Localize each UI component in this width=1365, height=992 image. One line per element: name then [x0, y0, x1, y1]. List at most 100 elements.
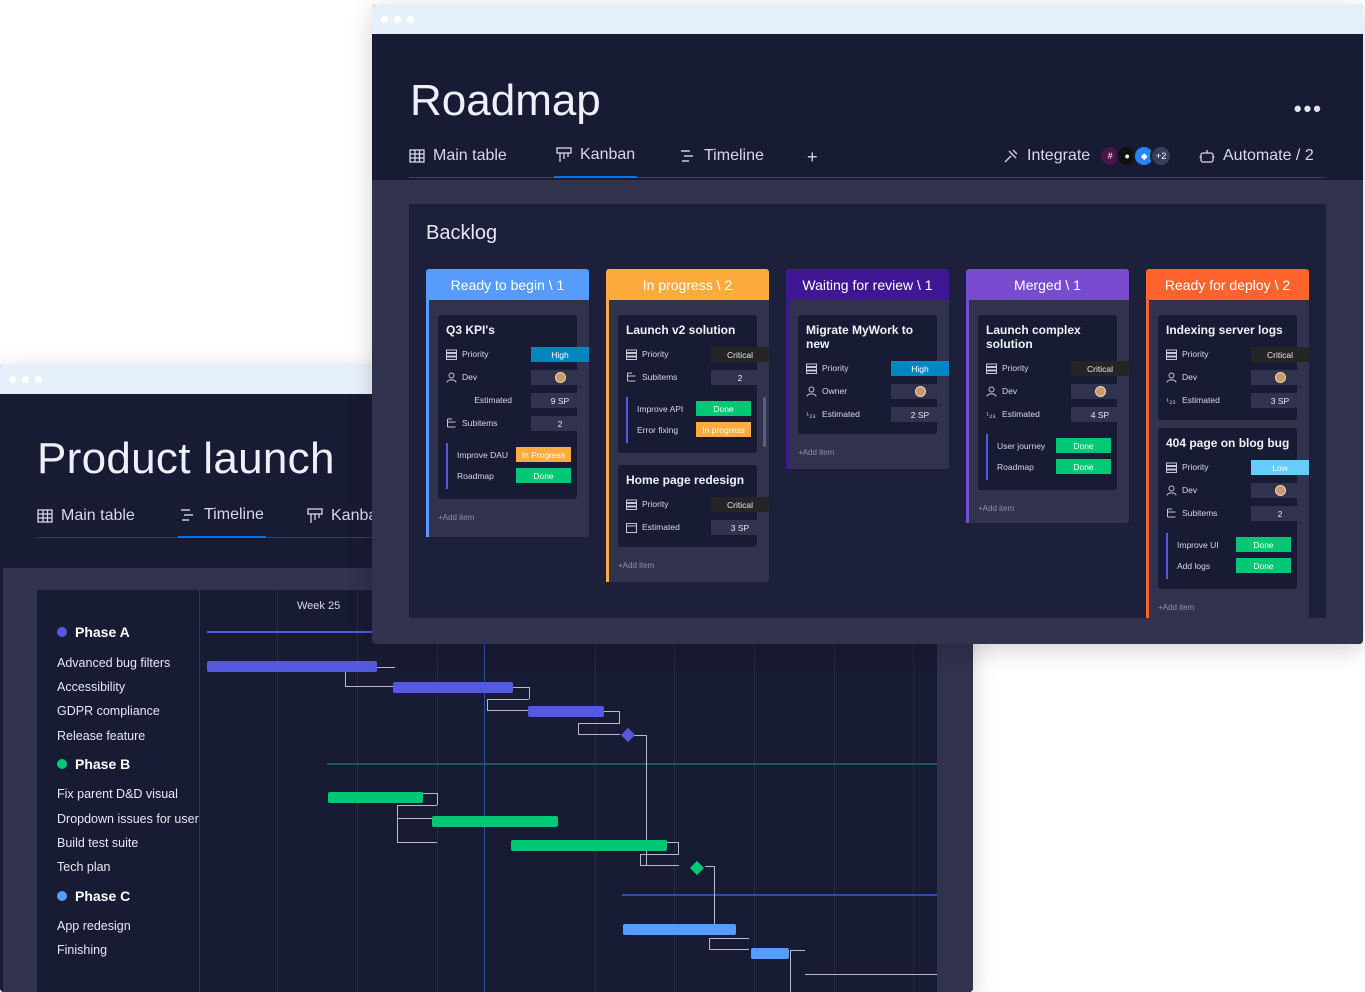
field-value[interactable]: 3 SP: [1251, 393, 1309, 408]
field-label: Priority: [642, 349, 669, 359]
field-value[interactable]: Low: [1251, 460, 1309, 475]
subitem-status[interactable]: Done: [1056, 459, 1111, 474]
person-avatar[interactable]: [891, 384, 949, 399]
numbers-icon: ¹₂₃: [806, 409, 817, 420]
task-bar[interactable]: [528, 706, 604, 717]
field-value[interactable]: Critical: [711, 497, 769, 512]
person-avatar[interactable]: [1251, 370, 1309, 385]
task-label[interactable]: Advanced bug filters: [57, 656, 171, 670]
tab-timeline[interactable]: Timeline: [680, 138, 764, 174]
column-header[interactable]: Ready to begin \ 1: [426, 269, 589, 300]
column-header[interactable]: Merged \ 1: [966, 269, 1129, 300]
add-item-button[interactable]: +Add item: [798, 448, 835, 457]
field-value[interactable]: 2: [1251, 506, 1309, 521]
today-line: [484, 590, 485, 992]
task-bar[interactable]: [393, 682, 513, 693]
field-value[interactable]: Critical: [1251, 347, 1309, 362]
tab-kanban[interactable]: Kanban: [553, 137, 638, 178]
field-value[interactable]: High: [891, 361, 949, 376]
subitem-status[interactable]: In progress: [696, 422, 751, 437]
field-label: Priority: [1002, 363, 1029, 373]
milestone-marker[interactable]: [689, 860, 705, 876]
task-bar[interactable]: [328, 792, 423, 803]
add-item-button[interactable]: +Add item: [618, 561, 655, 570]
column-edge: [606, 300, 609, 582]
window-dot[interactable]: [22, 375, 29, 383]
person-avatar[interactable]: [531, 370, 589, 385]
window-dot[interactable]: [394, 15, 401, 23]
field-label: Priority: [462, 349, 489, 359]
subitem-status[interactable]: Done: [696, 401, 751, 416]
column-header[interactable]: In progress \ 2: [606, 269, 769, 300]
automate-button[interactable]: Automate / 2: [1199, 138, 1314, 174]
window-dot[interactable]: [381, 15, 388, 23]
subitem-status[interactable]: Done: [1236, 558, 1291, 573]
field-label: Owner: [822, 386, 848, 396]
add-item-button[interactable]: +Add item: [978, 504, 1015, 513]
task-bar[interactable]: [207, 661, 377, 672]
more-options-button[interactable]: •••: [1293, 96, 1323, 121]
person-avatar[interactable]: [1251, 483, 1309, 498]
task-bar[interactable]: [511, 840, 667, 851]
subitem-name: Roadmap: [457, 471, 494, 481]
add-item-button[interactable]: +Add item: [1158, 603, 1195, 612]
task-label[interactable]: Finishing: [57, 943, 108, 957]
window-dot[interactable]: [9, 375, 16, 383]
subitem-status[interactable]: In Progress: [516, 447, 571, 462]
task-label[interactable]: Fix parent D&D visual: [57, 787, 178, 801]
field-value[interactable]: High: [531, 347, 589, 362]
field-value[interactable]: 2: [531, 416, 589, 431]
task-label[interactable]: Release feature: [57, 729, 146, 743]
subitem-row[interactable]: Roadmap Done: [454, 468, 571, 484]
column-header[interactable]: Waiting for review \ 1: [786, 269, 949, 300]
window-dot[interactable]: [407, 15, 414, 23]
task-bar[interactable]: [623, 924, 736, 935]
phase-b-label[interactable]: Phase B: [57, 756, 130, 772]
task-label[interactable]: Build test suite: [57, 836, 139, 850]
task-bar[interactable]: [432, 816, 558, 827]
field-value[interactable]: Critical: [1071, 361, 1129, 376]
subitem-status[interactable]: Done: [516, 468, 571, 483]
task-label[interactable]: Dropdown issues for user: [57, 812, 199, 826]
column-header[interactable]: Ready for deploy \ 2: [1146, 269, 1309, 300]
tab-main-table[interactable]: Main table: [409, 138, 507, 174]
task-bar[interactable]: [751, 948, 789, 959]
phase-a-label[interactable]: Phase A: [57, 624, 130, 640]
tab-timeline[interactable]: Timeline: [178, 497, 266, 538]
task-label[interactable]: GDPR compliance: [57, 704, 160, 718]
window-dot[interactable]: [35, 375, 42, 383]
field-value[interactable]: 2: [711, 370, 769, 385]
person-avatar[interactable]: [1071, 384, 1129, 399]
phase-c-label[interactable]: Phase C: [57, 888, 130, 904]
integrate-button[interactable]: Integrate # ● ◆ +2: [1003, 138, 1173, 174]
priority-icon: [986, 363, 997, 374]
add-view-button[interactable]: +: [807, 146, 818, 167]
add-item-button[interactable]: +Add item: [438, 513, 475, 522]
field-value[interactable]: Critical: [711, 347, 769, 362]
task-label[interactable]: App redesign: [57, 919, 131, 933]
field-value[interactable]: 3 SP: [711, 520, 769, 535]
field-value[interactable]: 9 SP: [531, 393, 589, 408]
field-value[interactable]: 4 SP: [1071, 407, 1129, 422]
field-value[interactable]: 2 SP: [891, 407, 949, 422]
task-label[interactable]: Tech plan: [57, 860, 111, 874]
tab-main-table[interactable]: Main table: [37, 498, 135, 534]
subitem-status[interactable]: Done: [1056, 438, 1111, 453]
task-label[interactable]: Accessibility: [57, 680, 126, 694]
subitem-status[interactable]: Done: [1236, 537, 1291, 552]
column-scrollbar[interactable]: [763, 397, 766, 447]
